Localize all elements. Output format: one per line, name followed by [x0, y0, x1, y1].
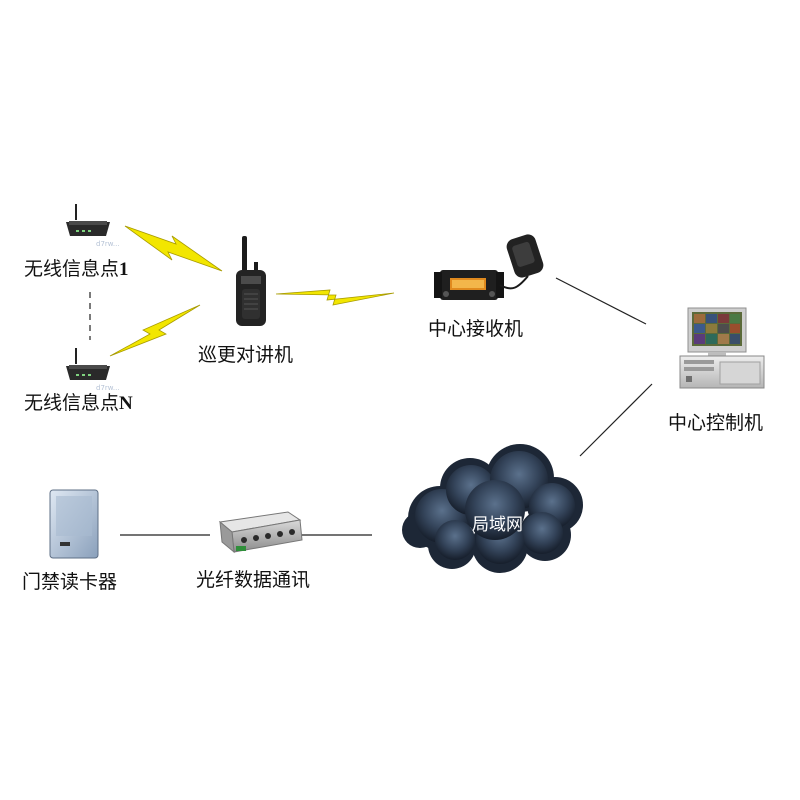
node-label-ap1: 无线信息点1 — [24, 258, 129, 280]
receiver-control-link — [555, 277, 647, 325]
lightning-ap1-radio — [124, 225, 223, 272]
node-label-lan: 局域网 — [472, 515, 523, 535]
node-label-apn: 无线信息点N — [24, 392, 133, 414]
node-label-receiver: 中心接收机 — [428, 318, 524, 340]
control-lan-link — [579, 383, 653, 457]
node-label-reader: 门禁读卡器 — [22, 571, 118, 593]
lightning-radio-receiver — [275, 289, 395, 306]
computer-icon — [679, 307, 765, 389]
mobile-radio-icon — [434, 234, 544, 300]
cloud-icon — [402, 444, 583, 573]
node-label-control: 中心控制机 — [668, 412, 764, 434]
lightning-apn-radio — [109, 304, 201, 357]
wireless-links — [109, 225, 395, 357]
node-label-fiber: 光纤数据通讯 — [196, 569, 311, 591]
fiber-transceiver-icon — [218, 511, 303, 554]
router-icon: d7rw... — [66, 348, 120, 392]
svg-text:d7rw...: d7rw... — [96, 240, 120, 248]
node-label-radio: 巡更对讲机 — [198, 344, 294, 366]
svg-text:d7rw...: d7rw... — [96, 384, 120, 392]
router-icon: d7rw... — [66, 204, 120, 248]
card-reader-icon — [49, 489, 99, 559]
connections — [89, 277, 653, 536]
walkie-talkie-icon — [236, 236, 266, 326]
